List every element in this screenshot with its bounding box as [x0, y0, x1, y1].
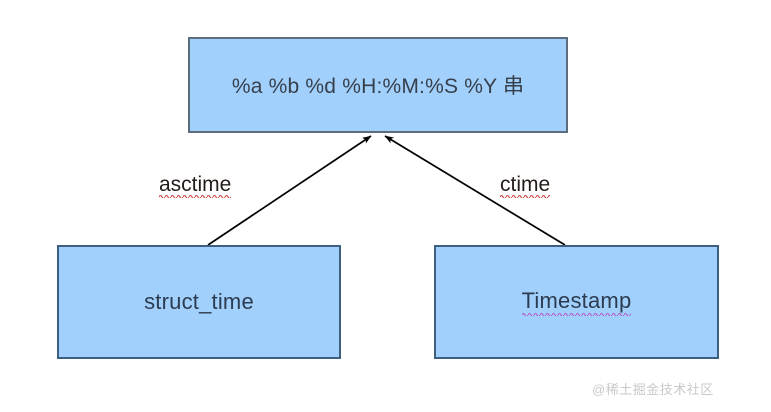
node-format-string[interactable]: %a %b %d %H:%M:%S %Y 串 — [188, 37, 568, 133]
node-format-string-label: %a %b %d %H:%M:%S %Y 串 — [231, 75, 525, 98]
edge-asctime-line — [207, 135, 372, 246]
watermark: @稀土掘金技术社区 — [592, 382, 714, 397]
edge-label-asctime-text: asctime — [159, 173, 232, 198]
node-struct-time[interactable]: struct_time — [57, 245, 341, 359]
edge-ctime-line — [384, 135, 566, 246]
edge-label-ctime-text: ctime — [500, 173, 551, 198]
edge-label-ctime: ctime — [500, 173, 551, 198]
edge-label-asctime: asctime — [159, 173, 232, 198]
node-timestamp[interactable]: Timestamp — [434, 245, 719, 359]
node-timestamp-label: Timestamp — [521, 288, 632, 316]
node-struct-time-label: struct_time — [144, 289, 254, 314]
